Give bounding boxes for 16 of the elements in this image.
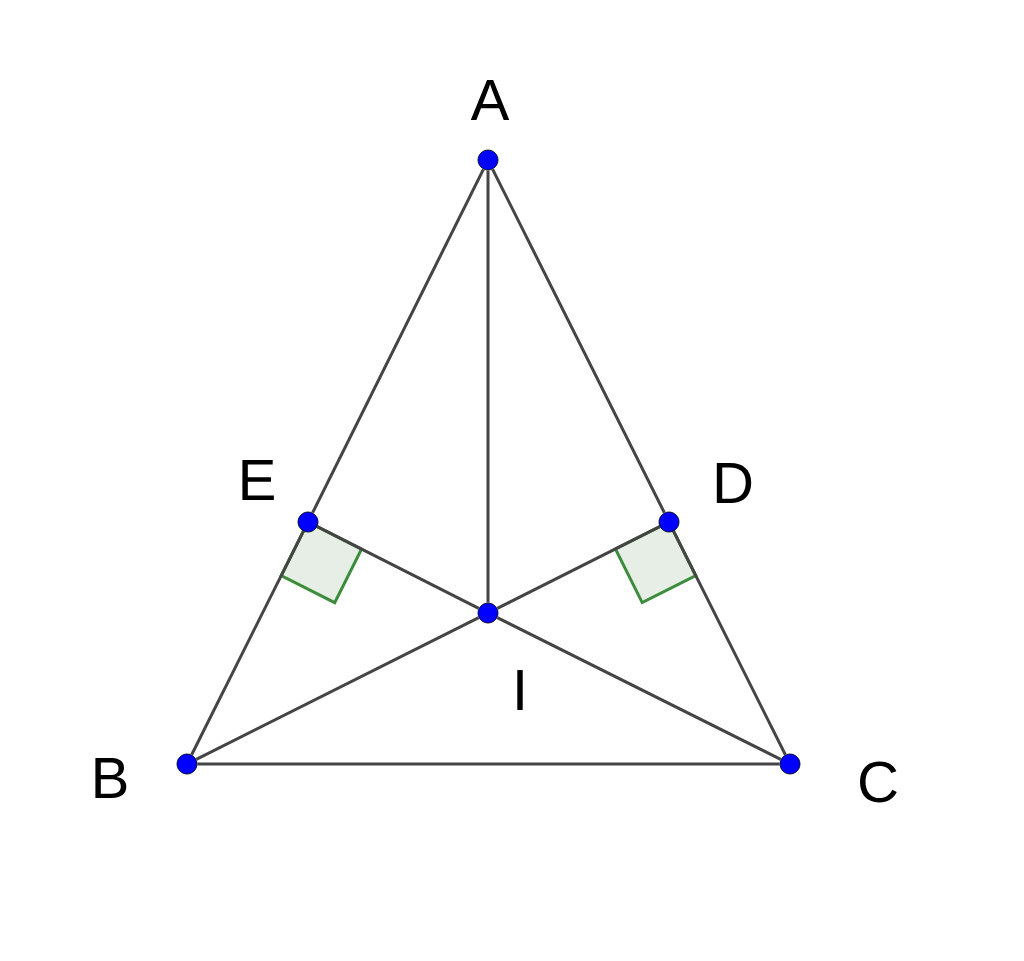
point-label: I bbox=[517, 670, 523, 710]
line-segment bbox=[311, 168, 485, 514]
line-segment bbox=[496, 525, 661, 610]
line-segment bbox=[197, 762, 780, 766]
line-segment bbox=[486, 170, 490, 603]
line-segment bbox=[195, 616, 480, 761]
point-label: D bbox=[716, 463, 752, 503]
point-label: A bbox=[470, 80, 510, 120]
line-segment bbox=[316, 525, 480, 610]
point-label: B bbox=[95, 758, 127, 798]
line-segment bbox=[190, 530, 305, 756]
line-segment bbox=[491, 168, 666, 514]
line-segment bbox=[496, 616, 782, 761]
point-label: C bbox=[860, 761, 897, 803]
point-label: E bbox=[242, 460, 274, 500]
line-segment bbox=[672, 530, 787, 756]
